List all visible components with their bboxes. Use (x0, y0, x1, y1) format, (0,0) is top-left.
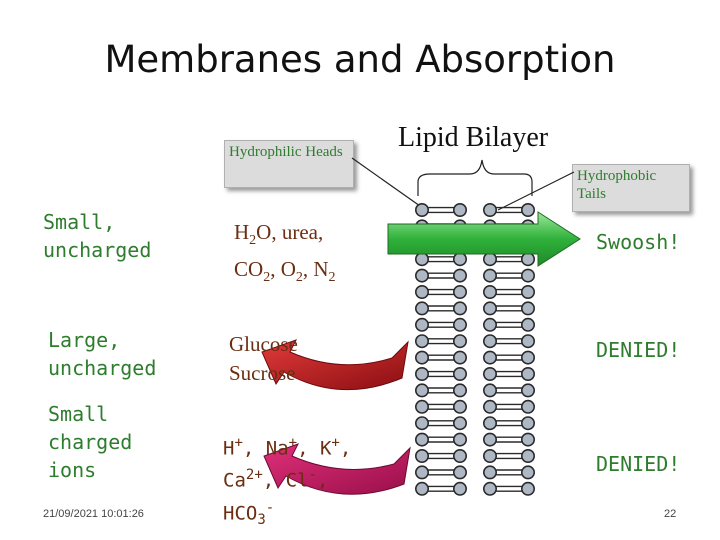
lipid-head (452, 317, 467, 332)
lipid-head (452, 448, 467, 463)
category-small-uncharged: Small, uncharged (43, 210, 152, 262)
denied-arrow-ions (263, 443, 411, 495)
lipid-head (520, 448, 535, 463)
lipid-head (520, 284, 535, 299)
lipid-head (520, 432, 535, 447)
lipid-head (452, 366, 467, 381)
lipid-head (482, 383, 497, 398)
lipid-head (520, 301, 535, 316)
timestamp: 21/09/2021 10:01:26 (43, 508, 144, 520)
lipid-head (520, 350, 535, 365)
lipid-head (414, 350, 429, 365)
lipid-head (482, 284, 497, 299)
bilayer-label: Lipid Bilayer (398, 122, 549, 153)
lipid-head (452, 432, 467, 447)
lipid-head (520, 203, 535, 218)
lipid-head (482, 416, 497, 431)
lipid-head (452, 301, 467, 316)
lipid-head (520, 399, 535, 414)
lipid-head (520, 268, 535, 283)
lipid-head (520, 383, 535, 398)
lipid-head (414, 465, 429, 480)
lipid-head (482, 203, 497, 218)
lipid-head (452, 481, 467, 496)
lipid-head (482, 252, 497, 267)
lipid-head (482, 350, 497, 365)
lipid-head (414, 268, 429, 283)
slide-number: 22 (664, 508, 677, 520)
category-large-uncharged: Large, uncharged (48, 328, 157, 380)
lipid-head (414, 317, 429, 332)
bilayer-brace (417, 159, 533, 196)
lipid-head (520, 252, 535, 267)
lipid-head (520, 366, 535, 381)
lipid-head (482, 317, 497, 332)
slide-title: Membranes and Absorption (104, 38, 616, 81)
lipid-head (414, 301, 429, 316)
lipid-head (452, 465, 467, 480)
lipid-head (482, 399, 497, 414)
lipid-head (482, 301, 497, 316)
lipid-head (452, 399, 467, 414)
lipid-head (452, 350, 467, 365)
lipid-head (414, 252, 429, 267)
lipid-head (482, 448, 497, 463)
lipid-head (520, 416, 535, 431)
ions-list: H+, Na+, K+, Ca2+, Cl-, HCO3- (223, 435, 352, 528)
lipid-head (414, 432, 429, 447)
lipid-head (414, 383, 429, 398)
lipid-head (520, 481, 535, 496)
lipid-head (452, 252, 467, 267)
lipid-head (414, 481, 429, 496)
lipid-head (452, 284, 467, 299)
lipid-head (520, 334, 535, 349)
lipid-head (482, 334, 497, 349)
lipid-head (452, 334, 467, 349)
lipid-head (482, 366, 497, 381)
lipid-head (414, 334, 429, 349)
hydrophilic-heads-callout: Hydrophilic Heads (224, 140, 354, 188)
lipid-head (482, 432, 497, 447)
lipid-head (452, 383, 467, 398)
lipid-head (414, 448, 429, 463)
verdict-swoosh: Swoosh! (596, 230, 681, 254)
lipid-head (482, 465, 497, 480)
lipid-head (414, 203, 429, 218)
lipid-head (520, 317, 535, 332)
lipid-head (452, 268, 467, 283)
lipid-head (452, 203, 467, 218)
verdict-denied-ions: DENIED! (596, 452, 681, 476)
lipid-head (414, 399, 429, 414)
lipid-head (482, 268, 497, 283)
lipid-head (482, 481, 497, 496)
category-small-charged-ions: Small charged ions (48, 402, 133, 482)
lipid-head (414, 366, 429, 381)
verdict-denied-large: DENIED! (596, 338, 681, 362)
heads-pointer-line (351, 157, 421, 207)
pass-through-arrow (387, 211, 581, 267)
tails-pointer-line (497, 171, 575, 211)
lipid-head (520, 465, 535, 480)
lipid-head (414, 284, 429, 299)
lipid-head (414, 416, 429, 431)
molecules-large-uncharged: Glucose Sucrose (229, 332, 298, 385)
molecules-small-uncharged: H2O, urea, CO2, O2, N2 (234, 220, 336, 286)
lipid-head (452, 416, 467, 431)
denied-arrow-large (261, 339, 409, 391)
hydrophobic-tails-callout: Hydrophobic Tails (572, 164, 690, 212)
